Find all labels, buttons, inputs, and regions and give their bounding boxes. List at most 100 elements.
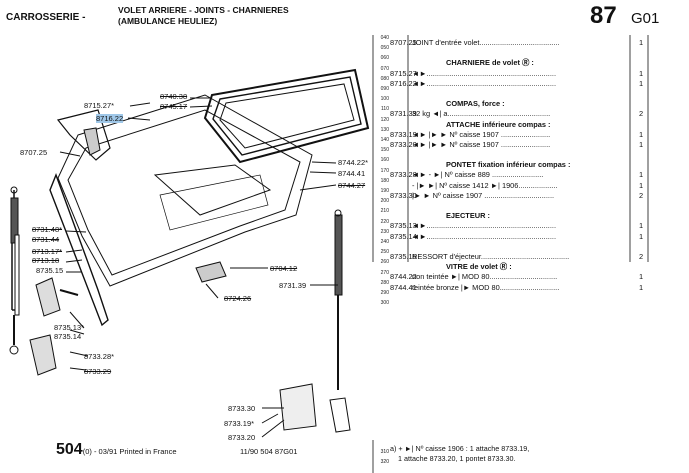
part-code: 8716.22 <box>390 78 417 88</box>
ref-8735-15: 8735.15 <box>36 266 64 275</box>
line-number: 130 <box>380 126 389 133</box>
ref-8731-39: 8731.39 <box>279 281 307 290</box>
part-quantity: 1 <box>638 139 644 149</box>
part-description: ◄►......................................… <box>412 78 556 88</box>
footer-note-line-1: a) + ►| Nº caisse 1906 : 1 attache 8733.… <box>390 444 530 453</box>
part-code: 8735.13 <box>390 221 417 231</box>
part-quantity: 1 <box>638 180 644 190</box>
ref-8744-27: 8744.27 <box>338 181 366 190</box>
part-description: non teintée ►| MOD 80...................… <box>412 272 558 282</box>
ref-8745-17: 8745.17 <box>160 102 188 111</box>
line-number: 160 <box>380 157 389 164</box>
line-number: 230 <box>380 228 389 235</box>
part-description: - |► ►| Nº caisse 1412 ►| 1906..........… <box>412 180 558 190</box>
ref-8735-14: 8735.14 <box>54 332 82 341</box>
ref-8733-29: 8733.29 <box>84 367 112 376</box>
subtitle-line-1: VOLET ARRIERE - JOINTS - CHARNIERES <box>118 5 289 15</box>
group-heading-row: COMPAS, force : <box>390 99 648 109</box>
footer-note: a) + ►| Nº caisse 1906 : 1 attache 8733.… <box>390 444 529 464</box>
line-number: 140 <box>380 137 389 144</box>
page-code: G01 <box>631 10 660 27</box>
part-description: ◄► |► ► Nº caisse 1907 .................… <box>412 129 551 139</box>
line-number: 100 <box>380 96 389 103</box>
group-heading-row: PONTET fixation inférieur compas : <box>390 160 648 170</box>
part-code: 8707.25 <box>390 38 417 47</box>
line-number: 040 <box>380 35 389 41</box>
line-number: 110 <box>381 106 389 113</box>
part-quantity: 2 <box>638 190 644 200</box>
ref-8744-41: 8744.41 <box>338 169 366 178</box>
footer-page-ref: 504(0) - 03/91 Printed in France <box>56 441 177 459</box>
page-number: 87 <box>590 2 617 29</box>
line-number: 180 <box>380 177 389 184</box>
ref-8733-19: 8733.19* <box>224 419 255 428</box>
ref-8707-25: 8707.25 <box>20 148 48 157</box>
ref-8733-30: 8733.30 <box>228 404 256 413</box>
footer-print-info: (0) - 03/91 Printed in France <box>82 447 177 456</box>
part-quantity: 1 <box>638 231 644 241</box>
line-number: 050 <box>380 45 389 52</box>
part-row: - |► ►| Nº caisse 1412 ►| 1906..........… <box>390 181 648 191</box>
line-number: 070 <box>380 65 389 72</box>
group-heading: PONTET fixation inférieur compas : <box>446 160 571 170</box>
ref-8744-22: 8744.22* <box>338 158 369 167</box>
line-number: 240 <box>380 239 389 246</box>
part-quantity: 2 <box>638 251 644 261</box>
part-row: 8715.27◄►...............................… <box>390 69 648 79</box>
line-number: 120 <box>380 116 389 123</box>
group-heading: CHARNIERE de volet Ⓡ : <box>446 58 534 68</box>
part-row: 8733.20◄► |► ► Nº caisse 1907 ..........… <box>390 140 648 150</box>
part-description: ◄►......................................… <box>412 68 556 78</box>
part-code: 8735.15 <box>390 251 417 261</box>
footer-page-number: 504 <box>56 441 83 458</box>
part-quantity: 1 <box>638 221 644 231</box>
group-heading: VITRE de volet Ⓡ : <box>446 262 512 272</box>
part-quantity: 1 <box>638 282 644 292</box>
window-frame <box>203 68 370 164</box>
part-code: 8733.30 <box>390 190 417 200</box>
footer-line-numbers: 310 320 <box>373 447 389 467</box>
part-quantity: 1 <box>638 129 644 139</box>
part-description: 32 kg ◄| a..............................… <box>412 109 551 119</box>
page-subtitle: VOLET ARRIERE - JOINTS - CHARNIERES (AMB… <box>118 5 289 27</box>
line-number: 210 <box>380 208 389 215</box>
part-row <box>390 48 648 58</box>
part-code: 8715.27 <box>390 68 417 78</box>
ref-8704-12: 8704.12 <box>270 264 298 273</box>
part-code: 8733.28 <box>390 170 417 180</box>
part-description: teintée bronze |► MOD 80................… <box>412 282 560 292</box>
door-panel <box>57 94 313 287</box>
part-row <box>390 201 648 211</box>
part-description: ◄►......................................… <box>412 221 556 231</box>
ref-8713-17: 8713.17* <box>32 247 63 256</box>
ref-8731-44: 8731.44 <box>32 235 60 244</box>
group-heading: EJECTEUR : <box>446 211 490 221</box>
section-title: CARROSSERIE - <box>6 12 86 23</box>
part-row: 8733.30|► ► Nº caisse 1907 .............… <box>390 191 648 201</box>
line-number: 200 <box>380 198 389 205</box>
line-number: 280 <box>380 279 389 286</box>
line-number: 260 <box>380 259 389 266</box>
part-quantity: 2 <box>638 109 644 119</box>
part-row: 8735.14◄►...............................… <box>390 232 648 242</box>
footer-line-310: 310 <box>380 449 389 455</box>
subtitle-line-2: (AMBULANCE HEULIEZ) <box>118 16 218 26</box>
ref-8731-48: 8731.48* <box>32 225 63 234</box>
part-code: 8735.14 <box>390 231 417 241</box>
part-row: 8733.19◄► |► ► Nº caisse 1907 ..........… <box>390 130 648 140</box>
line-number: 270 <box>380 269 389 276</box>
footer-doc-ref: 11/90 504 87G01 <box>240 447 298 456</box>
group-heading-row: VITRE de volet Ⓡ : <box>390 262 648 272</box>
group-heading: COMPAS, force : <box>446 99 505 109</box>
group-heading-row: EJECTEUR : <box>390 211 648 221</box>
part-code: 8733.20 <box>390 139 417 149</box>
line-number: 300 <box>380 300 389 307</box>
part-quantity: 1 <box>638 78 644 88</box>
part-row <box>390 242 648 252</box>
ref-8716-22: 8716.22 <box>96 114 124 123</box>
